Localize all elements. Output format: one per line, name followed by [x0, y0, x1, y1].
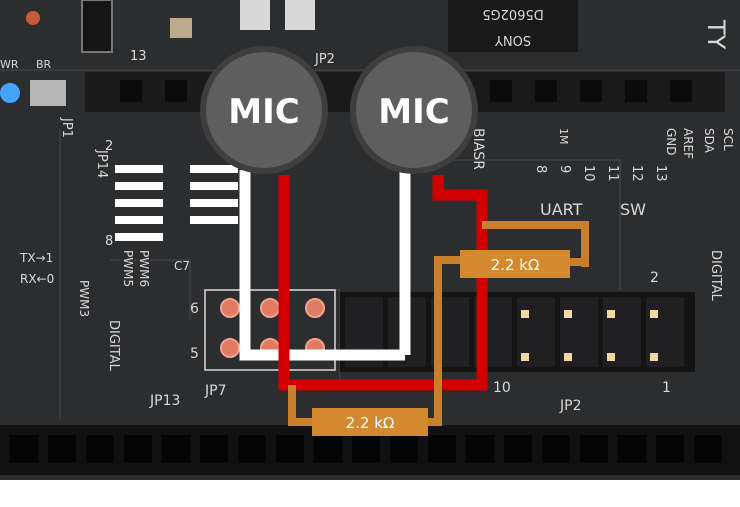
top-left-pad — [26, 11, 40, 25]
label-jp2-bottom: JP2 — [559, 398, 581, 414]
jp7-outline — [204, 289, 336, 371]
label-pwm5: PWM5 — [121, 250, 135, 287]
smd-component — [285, 0, 315, 30]
label-pin-10: 10 — [493, 380, 511, 396]
signal-wire — [278, 175, 488, 391]
microphone-left: MIC — [200, 46, 328, 174]
label-rx: RX←0 — [20, 272, 54, 286]
top-left-connector — [81, 0, 113, 53]
top-header-pins — [120, 80, 692, 102]
resistor-top-label: 2.2 kΩ — [491, 256, 540, 274]
label-jp2-top: JP2 — [314, 52, 335, 67]
label-uart: UART — [540, 200, 583, 219]
label-wr: WR — [0, 58, 19, 71]
label-digital-left: DIGITAL — [106, 320, 121, 372]
label-13: 13 — [130, 49, 147, 64]
label-pin-6: 6 — [190, 301, 199, 317]
label-biasr: BIASR — [470, 128, 486, 170]
ground-wire — [239, 170, 411, 361]
blue-led — [0, 83, 20, 103]
label-c7: C7 — [174, 259, 190, 273]
sony-chip — [448, 0, 578, 52]
jp14-pin-2: 2 — [105, 139, 113, 154]
label-ty: TY — [702, 19, 730, 50]
label-aref: AREF — [681, 128, 695, 159]
mic-right-label: MIC — [378, 92, 449, 132]
label-jp14: JP14 — [94, 149, 109, 178]
label-sda: SDA — [702, 128, 716, 154]
reset-button — [30, 80, 66, 106]
smd-component — [240, 0, 270, 30]
label-header-9: 9 — [557, 165, 572, 173]
resistor-top — [460, 250, 570, 278]
chip-top-text: D5602G5 — [482, 6, 543, 21]
label-pwm3: PWM3 — [77, 280, 91, 317]
microphone-right: MIC — [350, 46, 478, 174]
jp14-header-pads — [115, 165, 238, 241]
label-pwm6: PWM6 — [137, 250, 151, 287]
label-header-11: 11 — [605, 165, 620, 182]
label-gnd: GND — [664, 128, 678, 156]
label-jp1: JP1 — [59, 117, 74, 138]
header-number-labels: 8 9 10 11 12 13 — [533, 165, 668, 182]
mic-right-body — [356, 52, 472, 168]
jp14-pin-8: 8 — [105, 234, 113, 249]
label-header-12: 12 — [629, 165, 644, 182]
resistor-bottom — [312, 408, 428, 436]
resistor-bottom-label: 2.2 kΩ — [346, 414, 395, 432]
mic-left-label: MIC — [228, 92, 299, 132]
jp2-pins — [521, 310, 658, 361]
label-1m: 1M — [557, 128, 570, 145]
label-header-8: 8 — [533, 165, 548, 173]
chip-bottom-text: SONY — [495, 32, 531, 47]
label-header-10: 10 — [581, 165, 596, 182]
label-br: BR — [36, 58, 52, 71]
label-jp7: JP7 — [204, 383, 226, 399]
label-pin-1: 1 — [662, 380, 671, 396]
mic-left-body — [206, 52, 322, 168]
label-pin-5: 5 — [190, 346, 199, 362]
label-jp13-bottom: JP13 — [149, 393, 180, 409]
bottom-header-pins — [10, 435, 722, 463]
label-scl: SCL — [721, 128, 735, 151]
label-sw: SW — [620, 200, 646, 219]
smd-component — [170, 18, 192, 38]
resistor-leads — [288, 221, 589, 426]
background — [0, 480, 740, 507]
label-digital-right: DIGITAL — [708, 250, 723, 302]
label-pin-2: 2 — [650, 270, 659, 286]
label-tx: TX→1 — [19, 251, 53, 265]
label-header-13: 13 — [653, 165, 668, 182]
